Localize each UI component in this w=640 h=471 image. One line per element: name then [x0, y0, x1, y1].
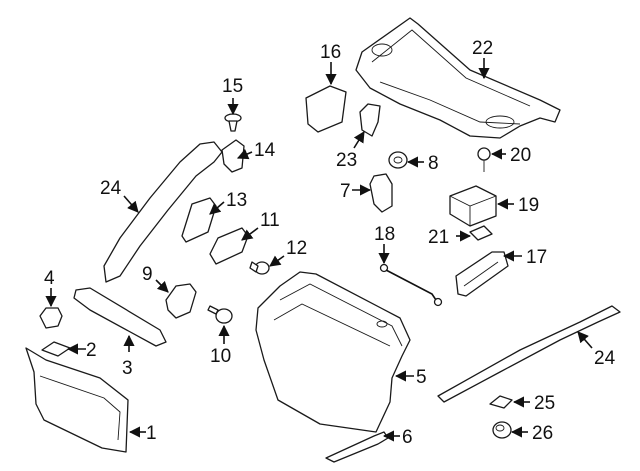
callout-21: 21	[428, 227, 449, 248]
callout-15: 15	[222, 76, 243, 97]
part-14-bracket	[221, 139, 245, 173]
leader-11	[241, 227, 259, 241]
part-1-panel	[25, 347, 129, 453]
callout-4: 4	[44, 268, 55, 289]
part-24-trim-panel-upper	[103, 141, 223, 283]
leader-24b	[577, 331, 593, 349]
part-5-storage-bin	[255, 271, 411, 433]
part-12-bolt	[249, 261, 270, 275]
callout-24-upper: 24	[100, 178, 122, 199]
leader-9	[155, 279, 169, 293]
callout-8: 8	[428, 153, 439, 174]
callout-16: 16	[320, 42, 341, 63]
part-25-clip	[489, 395, 513, 409]
callout-5: 5	[416, 367, 427, 388]
callout-labels: 1 2 3 4 5 6 7 8 9 10 11 12 13 14 15 16 1…	[44, 38, 616, 448]
part-8-grommet	[388, 151, 408, 169]
part-16-cover	[305, 85, 347, 133]
callout-2: 2	[86, 340, 97, 361]
callout-1: 1	[146, 423, 157, 444]
part-26-grommet	[492, 421, 512, 439]
callout-13: 13	[226, 190, 247, 211]
part-4-cap	[39, 307, 63, 329]
part-19-module	[449, 185, 497, 227]
part-11-bracket	[209, 227, 249, 265]
part-24-trim-panel-lower	[437, 305, 621, 403]
callout-23: 23	[336, 150, 357, 171]
leader-23	[353, 131, 365, 149]
callout-12: 12	[286, 238, 307, 259]
callout-22: 22	[472, 38, 493, 59]
callout-3: 3	[122, 358, 133, 379]
part-20-screw	[477, 147, 491, 172]
callout-17: 17	[526, 247, 547, 268]
part-2-clip	[41, 341, 71, 357]
callout-11: 11	[260, 210, 280, 231]
part-21-clip	[469, 225, 493, 241]
part-23-bracket	[359, 103, 381, 137]
part-9-bracket	[165, 283, 197, 319]
callout-26: 26	[532, 423, 553, 444]
part-18-rod	[379, 263, 443, 307]
leader-14	[236, 148, 253, 160]
leader-12	[269, 255, 285, 267]
leader-lines	[45, 58, 593, 442]
part-15-push-clip	[224, 113, 242, 132]
callout-7: 7	[340, 181, 351, 202]
callout-18: 18	[374, 224, 395, 245]
callout-9: 9	[142, 264, 153, 285]
leader-24a	[123, 195, 139, 213]
callout-24-lower: 24	[594, 348, 616, 369]
callout-6: 6	[402, 427, 413, 448]
callout-14: 14	[254, 140, 276, 161]
part-22-package-tray	[355, 17, 561, 139]
leader-13	[209, 201, 225, 215]
callout-25: 25	[534, 393, 555, 414]
callout-20: 20	[510, 145, 531, 166]
part-17-bracket	[455, 251, 509, 297]
part-6-strip	[325, 431, 389, 463]
part-13-bracket	[181, 197, 217, 243]
part-10-screw	[207, 305, 233, 324]
callout-19: 19	[518, 195, 539, 216]
part-7-bracket	[369, 173, 393, 213]
part-3-strip	[73, 287, 167, 347]
callout-10: 10	[210, 346, 231, 367]
